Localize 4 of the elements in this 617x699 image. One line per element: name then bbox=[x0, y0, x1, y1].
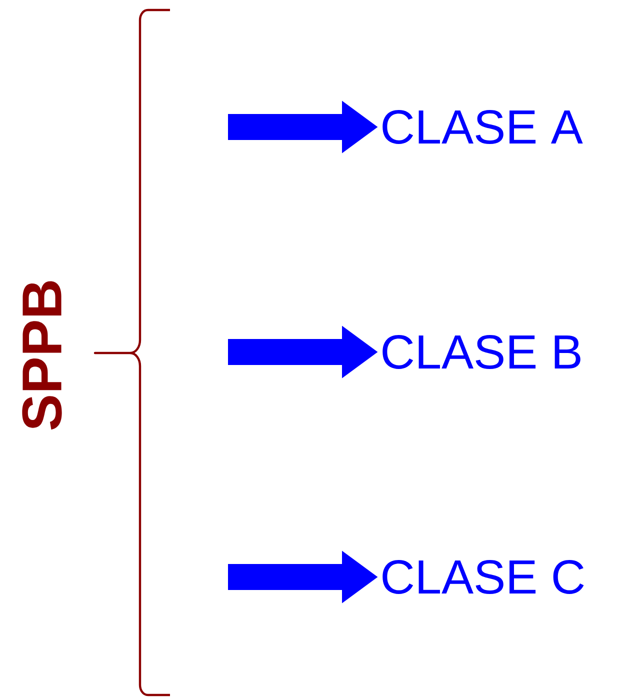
class-label: CLASE B bbox=[382, 335, 580, 369]
class-label: CLASE C bbox=[382, 560, 584, 594]
vertical-title: SPPB bbox=[22, 281, 62, 430]
class-label: CLASE A bbox=[382, 110, 583, 144]
